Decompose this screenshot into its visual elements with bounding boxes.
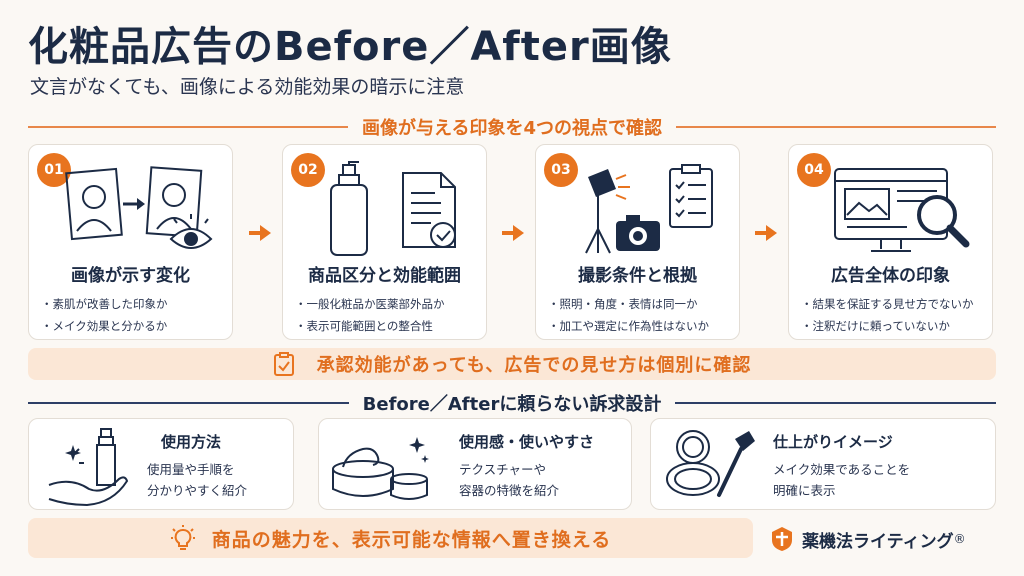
cream-jar-icon (332, 437, 429, 500)
card-point: 一般化粧品か医薬部外品か (295, 293, 480, 315)
viewpoint-card-image-change: 01 画像が示す変化 素肌が改善した印象か メイク効果と分かるか (28, 144, 233, 340)
registered-mark: ® (953, 532, 966, 546)
studio-light-icon (585, 169, 630, 254)
arrow-right-icon (249, 225, 271, 241)
viewpoint-card-product-category: 02 商品区分と効能範囲 一般化粧品か医薬部外品か 表示可能範囲との整合性 (282, 144, 487, 340)
viewpoint-card-shooting-conditions: 03 撮影条件と根拠 照明・角度・表情は同一か 加工や選定に作為性はないか (535, 144, 740, 340)
appeal-desc-line: メイク効果であることを (773, 462, 911, 477)
camera-icon (616, 215, 660, 251)
brand-mark-icon (772, 527, 792, 551)
appeal-desc-line: テクスチャーや (459, 462, 547, 477)
before-after-faces-icon (65, 166, 213, 249)
card-point: 表示可能範囲との整合性 (295, 315, 480, 337)
light-camera-checklist-icon (585, 164, 713, 254)
appeal-card-title: 使用方法 (161, 433, 222, 451)
appeal-card-title: 使用感・使いやすさ (459, 433, 595, 451)
section-heading-viewpoints: 画像が与える印象を4つの視点で確認 (28, 114, 997, 140)
arrow-right-icon (755, 225, 777, 241)
card-number-badge: 04 (797, 153, 831, 187)
card-point-list: 一般化粧品か医薬部外品か 表示可能範囲との整合性 (295, 293, 480, 337)
brand-logo: 薬機法ライティング® (768, 524, 966, 554)
card-point: 素肌が改善した印象か (41, 293, 226, 315)
bottle-document-icon (330, 161, 456, 256)
appeal-desc-line: 容器の特徴を紹介 (459, 483, 560, 498)
clipboard-check-icon (273, 352, 294, 376)
arrow-right-icon (502, 225, 524, 241)
brand-name: 薬機法ライティング (802, 531, 954, 552)
divider (675, 402, 997, 404)
appeal-card-desc: テクスチャーや 容器の特徴を紹介 (459, 459, 559, 501)
section-heading-alternatives: Before／Afterに頼らない訴求設計 (28, 390, 997, 416)
card-point-list: 素肌が改善した印象か メイク効果と分かるか (41, 293, 226, 337)
appeal-card-desc: 使用量や手順を 分かりやすく紹介 (147, 459, 247, 501)
monitor-magnifier-icon (834, 168, 970, 252)
clipboard-checklist-icon (669, 164, 713, 228)
card-point: 結果を保証する見せ方でないか (801, 293, 986, 315)
card-point: 注釈だけに頼っていないか (801, 315, 986, 337)
card-number-badge: 01 (37, 153, 71, 187)
divider (28, 126, 349, 128)
appeal-desc-line: 分かりやすく紹介 (147, 483, 248, 498)
compact-brush-icon (666, 430, 755, 497)
card-title: 撮影条件と根拠 (578, 266, 697, 286)
hand-pump-bottle-icon (48, 428, 129, 507)
card-number-badge: 02 (291, 153, 325, 187)
card-title: 商品区分と効能範囲 (308, 266, 461, 286)
conclusion-banner-text: 商品の魅力を、表示可能な情報へ置き換える (211, 528, 612, 551)
card-point: 照明・角度・表情は同一か (548, 293, 733, 315)
magnifier-icon (917, 195, 970, 248)
viewpoint-card-overall-impression: 04 広告全体の印象 結果を保証する見せ方でないか 注釈だけに頼っていないか (788, 144, 993, 340)
card-title: 広告全体の印象 (831, 266, 950, 286)
card-point-list: 照明・角度・表情は同一か 加工や選定に作為性はないか (548, 293, 733, 337)
appeal-card-desc: メイク効果であることを 明確に表示 (773, 459, 910, 501)
appeal-card-usage: 使用方法 使用量や手順を 分かりやすく紹介 (28, 418, 294, 510)
divider (676, 126, 997, 128)
conclusion-banner: 商品の魅力を、表示可能な情報へ置き換える (28, 518, 753, 558)
notice-banner: 承認効能があっても、広告での見せ方は個別に確認 (28, 348, 996, 380)
card-point-list: 結果を保証する見せ方でないか 注釈だけに頼っていないか (801, 293, 986, 337)
card-number-badge: 03 (544, 153, 578, 187)
card-point: メイク効果と分かるか (41, 315, 226, 337)
appeal-card-texture: 使用感・使いやすさ テクスチャーや 容器の特徴を紹介 (318, 418, 632, 510)
appeal-card-title: 仕上がりイメージ (773, 433, 893, 451)
section-heading-text: 画像が与える印象を4つの視点で確認 (362, 118, 662, 139)
section-heading-text: Before／Afterに頼らない訴求設計 (362, 394, 662, 415)
lightbulb-icon (170, 525, 195, 550)
page-title: 化粧品広告のBefore／After画像 (28, 24, 672, 70)
page-subtitle: 文言がなくても、画像による効能効果の暗示に注意 (30, 76, 465, 98)
viewpoint-cards: 01 画像が示す変化 素肌が改善した印象か メイク効果と分かるか (28, 144, 996, 340)
notice-banner-text: 承認効能があっても、広告での見せ方は個別に確認 (316, 355, 752, 376)
card-title: 画像が示す変化 (71, 266, 190, 286)
card-point: 加工や選定に作為性はないか (548, 315, 733, 337)
appeal-card-finish: 仕上がりイメージ メイク効果であることを 明確に表示 (650, 418, 996, 510)
divider (28, 402, 349, 404)
appeal-desc-line: 明確に表示 (773, 483, 836, 498)
eye-icon (169, 214, 213, 249)
appeal-desc-line: 使用量や手順を (147, 462, 235, 477)
